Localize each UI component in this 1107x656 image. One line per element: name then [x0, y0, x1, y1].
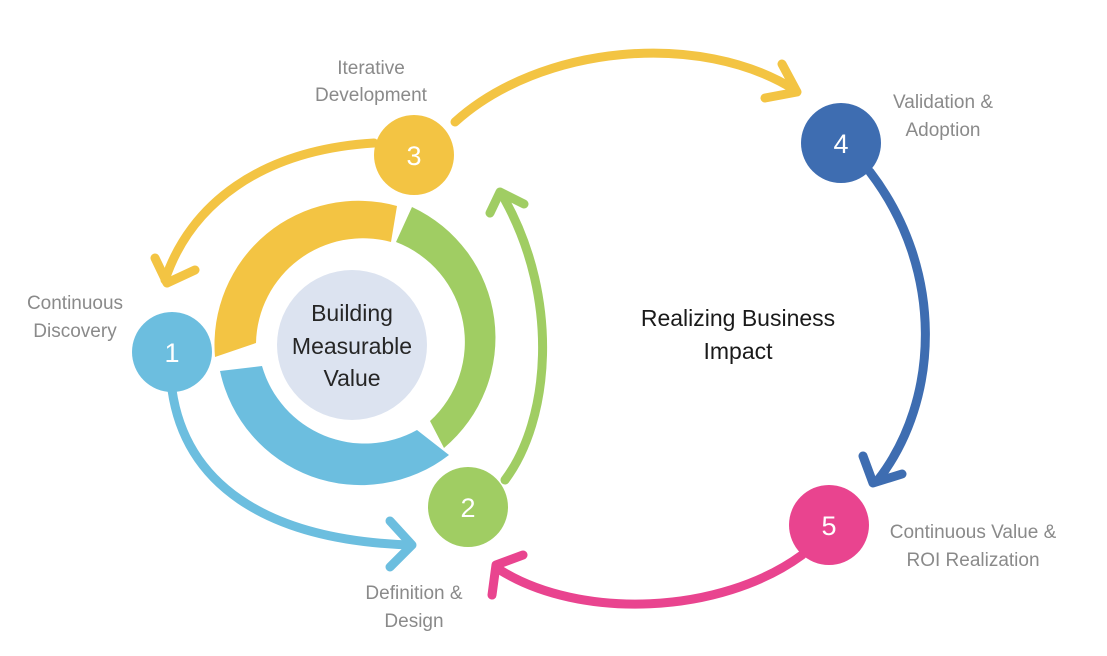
step-2-label-line1: Definition & [365, 583, 462, 604]
arrow-4-to-5 [865, 167, 930, 485]
step-1-circle [132, 312, 212, 392]
impact-title: Realizing Business Impact [641, 305, 835, 364]
step-4-label-line2: Adoption [905, 120, 980, 141]
center-title-line1: Building [311, 300, 393, 326]
step-5-label-line1: Continuous Value & [890, 522, 1057, 543]
step-5-circle [789, 485, 869, 565]
flow-arrows [150, 48, 930, 609]
step-4-circle [801, 103, 881, 183]
arrow-1-to-2-head [385, 516, 417, 572]
step-1-number: 1 [164, 338, 179, 368]
step-2-number: 2 [460, 493, 475, 523]
step-2-circle [428, 467, 508, 547]
impact-title-line2: Impact [703, 338, 773, 364]
step-1-node: 1 [132, 312, 212, 392]
inner-ring [214, 200, 496, 486]
impact-title-line1: Realizing Business [641, 305, 835, 331]
center-title-line3: Value [323, 365, 380, 391]
arrow-4-to-5-head [858, 451, 907, 488]
center-title-line2: Measurable [292, 333, 412, 359]
step-4-label-line1: Validation & [893, 92, 993, 113]
arrow-1-to-2 [167, 385, 415, 550]
arrow-3-to-1-head [150, 253, 200, 288]
step-4-number: 4 [833, 129, 848, 159]
arrow-2-to-3 [500, 195, 547, 485]
step-2-node: 2 [428, 467, 508, 547]
arrow-5-to-2 [495, 550, 807, 609]
step-3-circle [374, 115, 454, 195]
arrow-3-to-4 [450, 48, 800, 127]
arrow-3-to-1 [160, 138, 379, 285]
step-1-label-line1: Continuous [27, 293, 123, 314]
arrow-5-to-2-head [487, 550, 528, 600]
step-3-number: 3 [406, 141, 421, 171]
step-3-node: 3 [374, 115, 454, 195]
step-5-label-line2: ROI Realization [906, 550, 1039, 571]
ring-segment-green [396, 207, 496, 448]
step-labels: Continuous Discovery Definition & Design… [27, 58, 1057, 632]
step-3-label-line2: Development [315, 85, 428, 106]
center-circle [277, 270, 427, 420]
ring-segment-yellow [214, 200, 397, 357]
arrow-3-to-4-head [760, 59, 802, 103]
center-title: Building Measurable Value [292, 300, 412, 391]
step-1-label-line2: Discovery [33, 321, 117, 342]
step-2-label-line2: Design [384, 611, 443, 632]
step-3-label-line1: Iterative [337, 58, 405, 79]
step-5-number: 5 [821, 511, 836, 541]
step-4-node: 4 [801, 103, 881, 183]
arrow-2-to-3-head [485, 187, 529, 218]
step-5-node: 5 [789, 485, 869, 565]
ring-segment-blue [220, 366, 449, 486]
